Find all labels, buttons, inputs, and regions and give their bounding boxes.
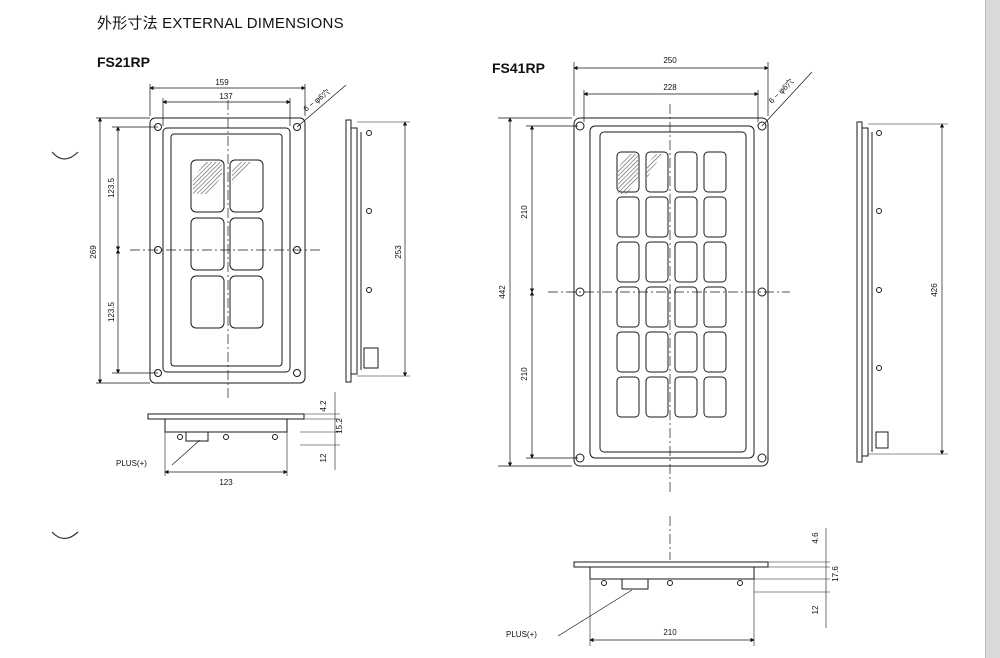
fs21rp-hatch-1 <box>193 162 222 194</box>
fs41rp-side-view <box>856 121 948 463</box>
fs41rp-bottom-view <box>557 516 830 646</box>
fs41rp-dimension-lines <box>498 62 813 467</box>
fs21rp-dim-137: 137 <box>219 92 233 101</box>
page-title: 外形寸法 EXTERNAL DIMENSIONS <box>97 15 344 32</box>
fs41rp-key <box>703 196 727 238</box>
fs21rp-dim-269: 269 <box>89 245 98 259</box>
model-label-fs41rp: FS41RP <box>492 60 545 76</box>
fs41rp-key <box>645 331 669 373</box>
fs41rp-key <box>616 286 640 328</box>
fs21rp-dim-15-2: 15.2 <box>335 418 344 434</box>
fs41rp-dim-17-6: 17.6 <box>831 566 840 582</box>
fs41rp-key <box>703 286 727 328</box>
page-edge <box>985 0 1000 658</box>
fs21rp-plus-label: PLUS(+) <box>116 459 147 468</box>
fs21rp-dim-123-5-bottom: 123.5 <box>107 301 116 322</box>
fs41rp-dim-210-top: 210 <box>520 205 529 219</box>
fs41rp-hatch-2 <box>647 154 662 178</box>
fs21rp-dim-4-2: 4.2 <box>319 400 328 412</box>
fs41rp-key <box>645 196 669 238</box>
fs41rp-hole-note: 6 − φ6穴 <box>766 76 795 105</box>
fs41rp-key <box>616 376 640 418</box>
fs21rp-hole-note: 6 − φ6穴 <box>301 86 332 113</box>
fs41rp-front-view <box>548 104 790 492</box>
fs41rp-plus-label: PLUS(+) <box>506 630 537 639</box>
fs41rp-key <box>674 331 698 373</box>
fs21rp-dim-12: 12 <box>319 453 328 462</box>
fs41rp-key <box>645 241 669 283</box>
fs41rp-key <box>674 151 698 193</box>
fs41rp-key <box>645 286 669 328</box>
fs21rp-dim-123-5-top: 123.5 <box>107 177 116 198</box>
binder-hole-bottom <box>51 531 79 540</box>
fs21rp-dim-159: 159 <box>215 78 229 87</box>
fs21rp-bottom-view <box>147 392 340 476</box>
fs41rp-key <box>616 241 640 283</box>
fs41rp-key <box>645 151 669 193</box>
fs41rp-dim-442: 442 <box>498 285 507 299</box>
fs41rp-key <box>674 196 698 238</box>
fs21rp-hatch-2 <box>232 162 252 184</box>
fs41rp-key <box>703 331 727 373</box>
fs41rp-key <box>703 241 727 283</box>
fs41rp-key <box>616 196 640 238</box>
fs41rp-dim-250: 250 <box>663 56 677 65</box>
fs21rp-dim-123: 123 <box>219 478 233 487</box>
fs41rp-key <box>674 286 698 328</box>
binder-hole-top <box>51 151 79 160</box>
fs41rp-dim-426: 426 <box>930 283 939 297</box>
fs41rp-key <box>703 151 727 193</box>
fs21rp-dimension-lines <box>96 84 347 384</box>
fs41rp-key <box>645 376 669 418</box>
fs21rp-side-view <box>345 119 410 383</box>
model-label-fs21rp: FS21RP <box>97 54 150 70</box>
fs41rp-dim-210-bottom-view: 210 <box>663 628 677 637</box>
fs41rp-dim-228: 228 <box>663 83 677 92</box>
fs41rp-key <box>616 331 640 373</box>
fs21rp-front-view <box>130 100 320 398</box>
fs41rp-key <box>674 241 698 283</box>
fs41rp-key-grid <box>616 151 727 418</box>
fs41rp-dim-12: 12 <box>811 605 820 614</box>
fs41rp-key <box>703 376 727 418</box>
fs41rp-hatch-1 <box>618 154 638 194</box>
fs41rp-dim-4-6: 4.6 <box>811 532 820 544</box>
fs41rp-dim-210-bottom: 210 <box>520 367 529 381</box>
fs41rp-key <box>674 376 698 418</box>
fs21rp-dim-253: 253 <box>394 245 403 259</box>
